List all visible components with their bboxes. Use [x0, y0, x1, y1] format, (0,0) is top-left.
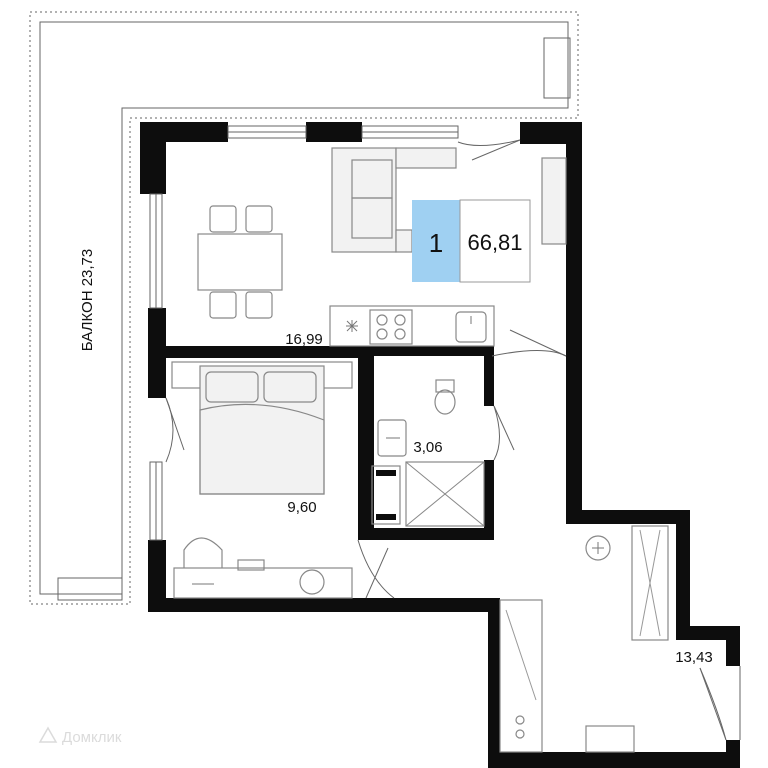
- windows: [149, 125, 459, 541]
- sink-icon: [455, 311, 487, 343]
- dining-table-icon: [197, 205, 283, 319]
- watermark-text: Домклик: [62, 729, 122, 746]
- walls: [140, 122, 740, 768]
- toilet-icon: [434, 379, 456, 415]
- stove-icon: [369, 309, 413, 345]
- bath-sink: [377, 419, 407, 457]
- shower-icon: [405, 461, 485, 527]
- bedroom-area-label: 9,60: [287, 499, 316, 516]
- apartment-badge: 1 66,81: [412, 199, 531, 283]
- bed-icon: [171, 361, 353, 495]
- washer: [371, 465, 401, 525]
- ceiling-light-icon: [346, 320, 358, 332]
- total-area: 66,81: [467, 230, 522, 255]
- ceiling-light-icon: [585, 535, 611, 561]
- cabinet: [541, 157, 567, 245]
- watermark: Домклик: [38, 726, 122, 746]
- bathroom-area-label: 3,06: [413, 439, 442, 456]
- doors: [165, 139, 741, 741]
- hall-area-label: 13,43: [675, 649, 713, 666]
- sofa-icon: [331, 147, 457, 253]
- kitchen: [329, 305, 495, 347]
- living-area-label: 16,99: [285, 331, 323, 348]
- balcony-label: БАЛКОН 23,73: [79, 249, 96, 351]
- rooms-count: 1: [429, 228, 443, 258]
- wardrobe-icon: [499, 525, 669, 753]
- balcony: [29, 11, 579, 605]
- desk: [173, 537, 353, 599]
